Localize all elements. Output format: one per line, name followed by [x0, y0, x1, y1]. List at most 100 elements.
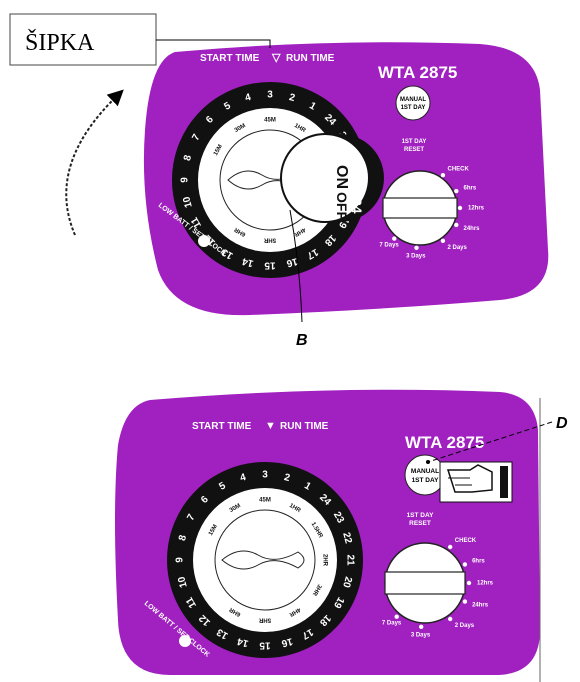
start-time-label: START TIME: [192, 421, 252, 432]
b-callout-label: B: [296, 332, 308, 349]
dial-duration-label: 5HR: [263, 236, 276, 242]
dial-hour-label: 15: [264, 259, 276, 270]
selector-option-dot: [394, 614, 399, 619]
selector-knob-grip: [384, 571, 466, 595]
selector-knob-grip: [382, 197, 458, 219]
dial-hour-label: 8: [182, 154, 194, 163]
dial-hour-label: 1: [302, 480, 313, 493]
dial-duration-label: 1HR: [293, 123, 307, 135]
start-time-arrow-icon: ▽: [271, 52, 281, 64]
dial-hour-label: 4: [244, 92, 253, 104]
selector-option-dot: [454, 222, 459, 228]
dial-hour-label: 13: [215, 626, 231, 641]
dial-hour-label: 10: [176, 575, 190, 589]
selector-option-dot: [462, 562, 468, 567]
reset-label-line1: 1ST DAY: [402, 139, 427, 145]
manual-button-label: MANUAL: [400, 97, 426, 103]
dial-hour-label: 15: [259, 639, 271, 650]
dial-24-label: 24: [349, 198, 365, 214]
low-batt-led: [179, 635, 191, 647]
dial-hour-label: 2: [288, 92, 297, 104]
reset-label-line1: 1ST DAY: [407, 512, 435, 519]
dial-hour-label: 14: [241, 255, 255, 269]
pointing-hand-icon: [439, 461, 513, 503]
dial-duration-label: 45M: [264, 118, 276, 124]
dial-hour-label: 3: [262, 470, 268, 481]
run-time-label: RUN TIME: [280, 421, 329, 432]
selector-option-label: 2 Days: [455, 623, 475, 629]
b-leader-line: [289, 209, 303, 323]
dial-hour-label: 16: [285, 255, 299, 269]
manual-button-sublabel: 1ST DAY: [412, 477, 440, 484]
dial-duration-label: 6HR: [228, 606, 242, 618]
run-time-label: RUN TIME: [286, 53, 335, 64]
selector-option-label: 2 Days: [448, 245, 468, 251]
selector-option-label: 3 Days: [406, 253, 426, 259]
dial-duration-label: 15M: [208, 524, 219, 537]
reset-label-line2: RESET: [409, 520, 431, 527]
selector-option-dot: [454, 188, 459, 194]
selector-option-dot: [440, 238, 446, 243]
selector-option-dot: [419, 624, 424, 629]
dial-off-label: OFF: [334, 192, 350, 220]
selector-option-label: 24hrs: [472, 603, 489, 609]
dial-hour-label: 5: [222, 100, 233, 113]
selector-option-dot: [466, 580, 472, 586]
bottom-timer-panel: START TIME ▼ RUN TIME WTA 2875 MANUAL 1S…: [115, 389, 540, 675]
selector-option-label: 12hrs: [477, 581, 494, 587]
sipka-callout-box: [9, 13, 157, 66]
dial-hour-label: 1: [307, 100, 318, 113]
dial-knob[interactable]: [221, 550, 305, 570]
dial-hour-label: 20: [340, 575, 354, 589]
selector-option-dot: [392, 236, 397, 241]
dial-hour-label: 14: [236, 635, 250, 649]
selector-option-label: 7 Days: [379, 242, 399, 248]
sipka-callout-label: ŠIPKA: [25, 29, 95, 56]
model-label: WTA 2875: [405, 433, 484, 452]
dial-hour-label: 3: [267, 90, 273, 101]
dial-duration-label: 4HR: [287, 606, 301, 618]
selector-option-dot: [462, 599, 468, 604]
dial-hour-label: 13: [220, 246, 236, 261]
start-time-label: START TIME: [200, 53, 260, 64]
dial-duration-label: 4HR: [292, 226, 306, 238]
dial-hour-label: 22: [340, 531, 354, 545]
low-batt-led: [198, 235, 210, 247]
dial-hour-label: 9: [180, 177, 191, 183]
manual-button-sublabel: 1ST DAY: [401, 105, 426, 111]
dial-duration-label: 15M: [213, 144, 224, 157]
start-time-arrow-icon: ▼: [265, 420, 276, 432]
dial-hour-label: 8: [177, 534, 189, 543]
sipka-leader-line: [156, 39, 271, 48]
selector-option-dot: [448, 616, 453, 622]
dial-on-label: ON: [333, 165, 350, 189]
dial-center-circle: [214, 509, 316, 611]
dial-duration-label: 2HR: [321, 554, 327, 567]
selector-option-label: 3 Days: [411, 632, 431, 638]
reset-label-line2: RESET: [404, 147, 424, 153]
dial-hour-label: 4: [239, 472, 248, 484]
rotation-arrow-icon: [65, 89, 124, 236]
dial-duration-label: 3HR: [311, 583, 323, 597]
dial-hour-label: 9: [175, 557, 186, 563]
dial-hour-label: 21: [344, 554, 355, 566]
dial-duration-label: 1HR: [288, 503, 302, 515]
dial-hour-label: 2: [283, 472, 292, 484]
manual-button-label: MANUAL: [411, 468, 439, 475]
selector-option-dot: [440, 173, 446, 178]
selector-option-dot: [448, 544, 453, 550]
d-callout-label: D: [556, 415, 568, 432]
model-label: WTA 2875: [378, 63, 457, 82]
selector-option-label: CHECK: [455, 538, 477, 544]
dial-hour-label: 10: [181, 195, 195, 209]
d-leader-line: [427, 421, 553, 463]
manual-button[interactable]: [404, 454, 446, 496]
dial-duration-label: 6HR: [233, 226, 247, 238]
manual-button[interactable]: [395, 85, 431, 121]
dial-hour-label: 19: [331, 595, 346, 611]
dial-hour-label: 23: [331, 510, 346, 526]
dial-duration-label: 5HR: [258, 616, 271, 622]
